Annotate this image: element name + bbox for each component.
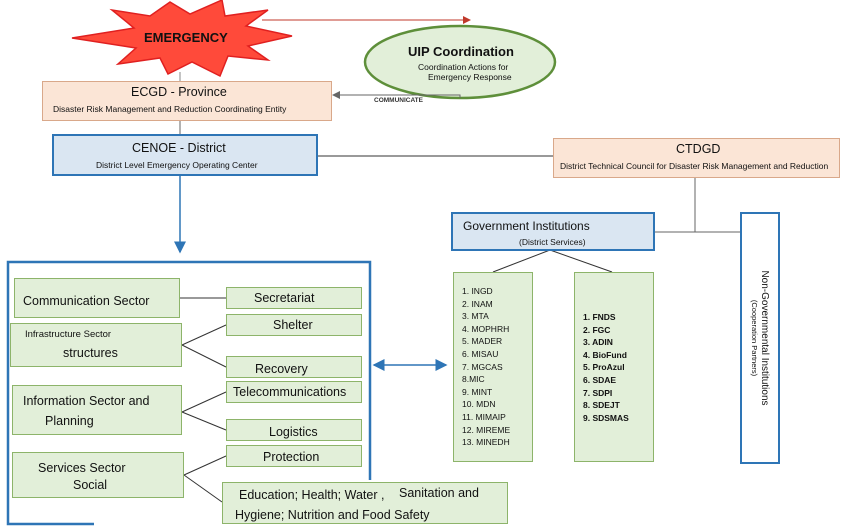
gov-list-item: 7. MGCAS bbox=[462, 361, 503, 372]
protection-label: Protection bbox=[263, 450, 320, 464]
education-box: Education; Health; Water , Sanitation an… bbox=[222, 482, 508, 524]
logistics-label: Logistics bbox=[269, 425, 318, 439]
information-sector-label-1: Information Sector and bbox=[23, 394, 150, 408]
ngo-list-item: 2. FGC bbox=[583, 324, 611, 335]
telecommunications-box: Telecommunications bbox=[226, 381, 362, 403]
recovery-label: Recovery bbox=[255, 362, 308, 376]
ctdgd-box: CTDGD District Technical Council for Dis… bbox=[553, 138, 840, 178]
telecommunications-label: Telecommunications bbox=[233, 385, 347, 399]
ngo-title: Non-Governmental Institutions bbox=[759, 270, 770, 406]
recovery-box: Recovery bbox=[226, 356, 362, 378]
protection-box: Protection bbox=[226, 445, 362, 467]
ecgd-title: ECGD - Province bbox=[131, 85, 227, 99]
communicate-label: COMMUNICATE bbox=[374, 97, 423, 104]
shelter-box: Shelter bbox=[226, 314, 362, 336]
gov-list-item: 5. MADER bbox=[462, 336, 503, 347]
ctdgd-title: CTDGD bbox=[676, 142, 721, 156]
communication-sector-label: Communication Sector bbox=[23, 294, 150, 308]
ecgd-sub: Disaster Risk Management and Reduction C… bbox=[53, 104, 287, 114]
gov-list-item: 2. INAM bbox=[462, 298, 493, 309]
gov-list-item: 13. MINEDH bbox=[462, 437, 510, 448]
gov-list-item: 6. MISAU bbox=[462, 348, 499, 359]
information-sector-label-2: Planning bbox=[45, 414, 94, 428]
ecgd-box: ECGD - Province Disaster Risk Management… bbox=[42, 81, 332, 121]
emergency-label: EMERGENCY bbox=[144, 30, 228, 45]
secretariat-label: Secretariat bbox=[254, 291, 315, 305]
gov-institutions-box: Government Institutions (District Servic… bbox=[451, 212, 655, 251]
education-label-2: Hygiene; Nutrition and Food Safety bbox=[235, 508, 430, 522]
gov-list-item: 4. MOPHRH bbox=[462, 323, 510, 334]
uip-sub-2: Emergency Response bbox=[428, 72, 512, 82]
infrastructure-sector-label-2: structures bbox=[63, 346, 118, 360]
gov-list-item: 1. INGD bbox=[462, 286, 493, 296]
services-sector-label-1: Services Sector bbox=[38, 461, 126, 475]
ngo-list-item: 8. SDEJT bbox=[583, 400, 620, 411]
gov-list-item: 10. MDN bbox=[462, 399, 496, 410]
ngo-list-item: 9. SDSMAS bbox=[583, 412, 629, 423]
gov-list-item: 8.MIC bbox=[462, 374, 485, 385]
gov-list-item: 3. MTA bbox=[462, 311, 489, 322]
gov-list-item: 9. MINT bbox=[462, 386, 493, 397]
ngo-box: Non-Governmental Institutions (Cooperati… bbox=[740, 212, 780, 464]
gov-list-item: 12. MIREME bbox=[462, 424, 511, 435]
logistics-box: Logistics bbox=[226, 419, 362, 441]
ngo-text-wrap: Non-Governmental Institutions (Cooperati… bbox=[750, 270, 770, 405]
services-sector-label-2: Social bbox=[73, 478, 108, 492]
ctdgd-sub: District Technical Council for Disaster … bbox=[560, 161, 829, 171]
gov-sub: (District Services) bbox=[519, 237, 586, 247]
information-sector-box: Information Sector and Planning bbox=[12, 385, 182, 435]
ngo-list-item: 5. ProAzul bbox=[583, 362, 625, 373]
communication-sector-box: Communication Sector bbox=[14, 278, 180, 318]
services-sector-box: Services Sector Social bbox=[12, 452, 184, 498]
ngo-list-item: 6. SDAE bbox=[583, 374, 617, 385]
uip-sub-1: Coordination Actions for bbox=[418, 62, 509, 72]
cenoe-sub: District Level Emergency Operating Cente… bbox=[96, 160, 258, 170]
infrastructure-sector-label-1: Infrastructure Sector bbox=[25, 329, 112, 340]
uip-title: UIP Coordination bbox=[408, 44, 514, 59]
ngo-list-item: 1. FNDS bbox=[583, 312, 616, 322]
gov-title: Government Institutions bbox=[463, 219, 590, 233]
education-label-1b: Sanitation and bbox=[399, 486, 479, 500]
ngo-list-item: 3. ADIN bbox=[583, 337, 613, 348]
shelter-label: Shelter bbox=[273, 318, 313, 332]
gov-list-item: 11. MIMAIP bbox=[462, 411, 506, 422]
cenoe-box: CENOE - District District Level Emergenc… bbox=[52, 134, 318, 176]
ngo-list-item: 7. SDPI bbox=[583, 387, 613, 398]
ngo-sub: (Cooperation Partners) bbox=[750, 299, 759, 377]
cenoe-title: CENOE - District bbox=[132, 141, 226, 155]
emergency-star bbox=[71, 0, 293, 78]
secretariat-box: Secretariat bbox=[226, 287, 362, 309]
infrastructure-sector-box: Infrastructure Sector structures bbox=[10, 323, 182, 367]
ngo-list-item: 4. BioFund bbox=[583, 349, 627, 360]
education-label-1: Education; Health; Water , bbox=[239, 488, 385, 502]
